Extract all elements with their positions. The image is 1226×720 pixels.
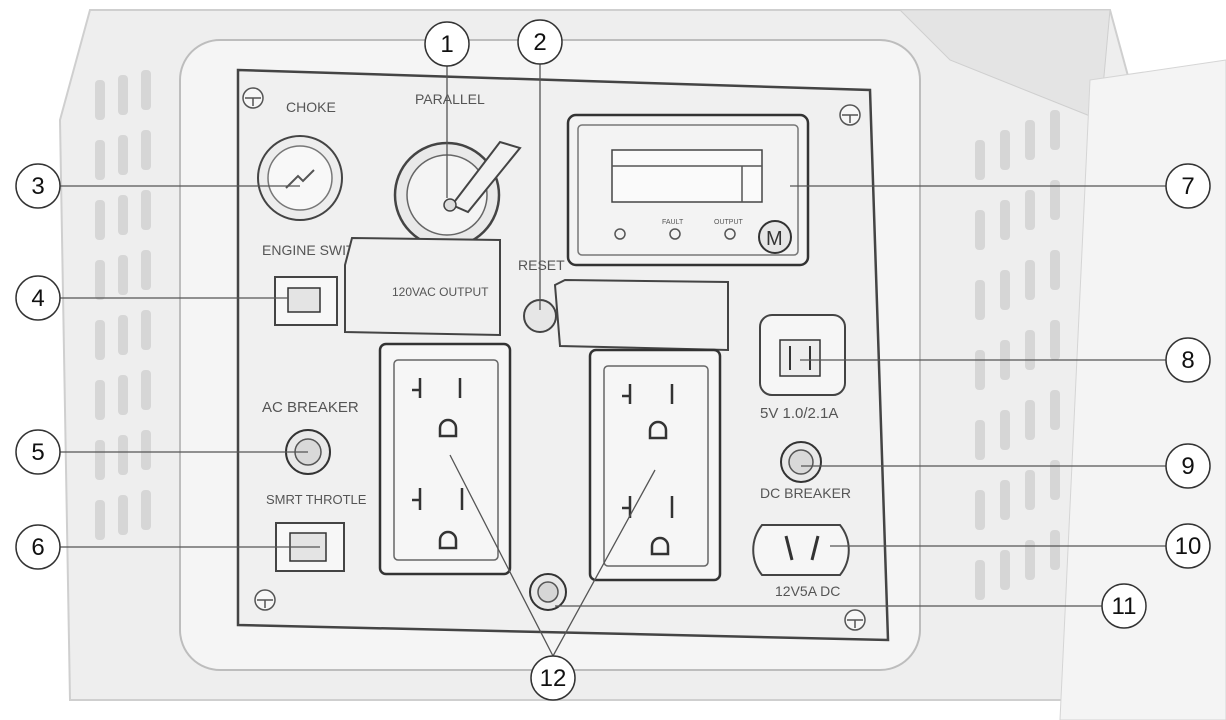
choke-label: CHOKE bbox=[286, 99, 336, 115]
callout-10: 10 bbox=[1165, 523, 1211, 569]
reset-label: RESET bbox=[518, 257, 565, 273]
meter-output-label: OUTPUT bbox=[714, 219, 744, 226]
leader-lines bbox=[60, 62, 1167, 657]
callout-5: 5 bbox=[15, 429, 61, 475]
dc-breaker-button[interactable] bbox=[780, 441, 822, 483]
callout-6: 6 bbox=[15, 524, 61, 570]
digital-meter bbox=[566, 113, 810, 267]
svg-text:5: 5 bbox=[31, 439, 44, 466]
choke-knob[interactable] bbox=[257, 135, 343, 221]
right-outlet-cover[interactable] bbox=[553, 278, 729, 352]
callout-1: 1 bbox=[424, 21, 470, 67]
engine-switch-label: ENGINE SWITCH bbox=[262, 242, 375, 258]
meter-mode-label: M bbox=[766, 228, 783, 250]
parallel-label: PARALLEL bbox=[415, 91, 485, 107]
svg-text:3: 3 bbox=[31, 173, 44, 200]
svg-text:6: 6 bbox=[31, 534, 44, 561]
svg-text:11: 11 bbox=[1112, 593, 1137, 620]
svg-text:12: 12 bbox=[540, 665, 567, 692]
svg-text:7: 7 bbox=[1181, 173, 1194, 200]
callout-3: 3 bbox=[15, 163, 61, 209]
smart-throttle-label: SMRT THROTLE bbox=[266, 492, 367, 507]
left-outlet-cover[interactable] bbox=[344, 236, 501, 337]
svg-text:4: 4 bbox=[31, 285, 44, 312]
callout-11: 11 bbox=[1101, 583, 1147, 629]
meter-fault-label: FAULT bbox=[662, 219, 684, 226]
svg-text:8: 8 bbox=[1181, 347, 1194, 374]
right-ac-outlet[interactable] bbox=[588, 348, 722, 582]
callout-4: 4 bbox=[15, 275, 61, 321]
dc-rating-label: 12V5A DC bbox=[775, 583, 840, 599]
dc-breaker-label: DC BREAKER bbox=[760, 485, 851, 501]
usb-rating-label: 5V 1.0/2.1A bbox=[760, 405, 838, 422]
dc-outlet[interactable] bbox=[752, 524, 850, 576]
callout-7: 7 bbox=[1165, 163, 1211, 209]
svg-text:9: 9 bbox=[1181, 453, 1194, 480]
usb-port[interactable] bbox=[759, 314, 846, 396]
left-vents bbox=[95, 70, 151, 540]
callout-9: 9 bbox=[1165, 443, 1211, 489]
svg-text:2: 2 bbox=[533, 29, 546, 56]
plate-screws bbox=[242, 87, 866, 631]
svg-text:1: 1 bbox=[440, 31, 453, 58]
ac-output-label: 120VAC OUTPUT bbox=[392, 285, 489, 299]
meter-mode-button[interactable] bbox=[758, 220, 792, 254]
ground-terminal[interactable] bbox=[529, 573, 567, 611]
callout-12: 12 bbox=[530, 655, 576, 701]
svg-text:10: 10 bbox=[1175, 533, 1202, 560]
callout-2: 2 bbox=[517, 19, 563, 65]
callout-8: 8 bbox=[1165, 337, 1211, 383]
left-ac-outlet[interactable] bbox=[378, 342, 512, 576]
engine-switch[interactable] bbox=[274, 276, 338, 326]
ac-breaker-label: AC BREAKER bbox=[262, 399, 359, 416]
